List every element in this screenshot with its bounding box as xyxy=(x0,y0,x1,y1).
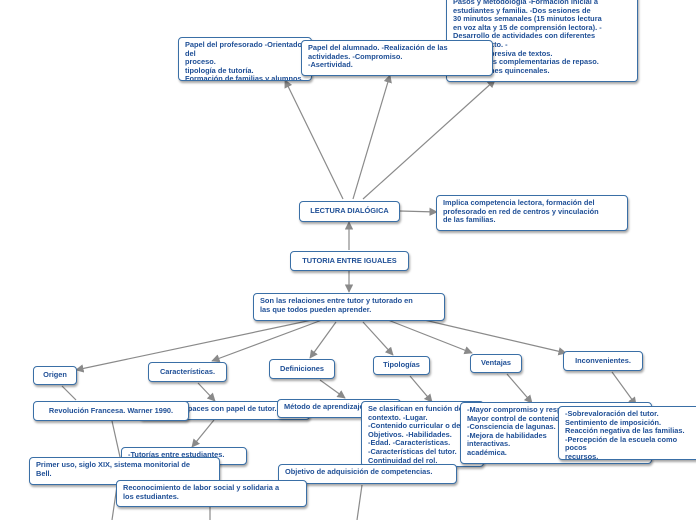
reconocimiento-node[interactable]: Reconocimiento de labor social y solidar… xyxy=(116,480,307,507)
lectura-dialogica-node[interactable]: LECTURA DIALÓGICA xyxy=(299,201,400,222)
origen-node[interactable]: Origen xyxy=(33,366,77,385)
relaciones-node[interactable]: Son las relaciones entre tutor y tutorad… xyxy=(253,293,445,321)
edge-relaciones-tipologias xyxy=(362,321,394,356)
edge-capaces-tutorias xyxy=(191,419,215,448)
edge-relaciones-inconvenientes xyxy=(419,318,567,356)
edge-caracteristicas-capaces xyxy=(197,382,216,402)
edge-lectura-profesorado xyxy=(284,79,344,200)
tipologias-node[interactable]: Tipologías xyxy=(373,356,430,375)
definiciones-node[interactable]: Definiciones xyxy=(269,359,335,379)
objetivo-node[interactable]: Objetivo de adquisición de competencias. xyxy=(278,464,457,484)
edge-origen-revolucion xyxy=(61,385,77,401)
inconvenientes-node[interactable]: Inconvenientes. xyxy=(563,351,643,371)
edge-definiciones-metodo xyxy=(319,379,346,399)
tutoria-entre-iguales-node[interactable]: TUTORIA ENTRE IGUALES xyxy=(290,251,409,271)
edge-lectura-alumnado xyxy=(352,74,392,200)
edge-inconvenientes-sobre xyxy=(611,371,637,406)
edge-lectura-pasos xyxy=(362,79,496,200)
edge-tipologias-clasifican xyxy=(409,375,433,403)
sobrevaloracion-node[interactable]: -Sobrevaloración del tutor. Sentimiento … xyxy=(558,406,696,460)
revolucion-node[interactable]: Revolución Francesa. Warner 1990. xyxy=(33,401,189,421)
ventajas-node[interactable]: Ventajas xyxy=(470,354,522,373)
edge-revolucion-primer xyxy=(111,420,121,458)
papel-profesorado-node[interactable]: Papel del profesorado -Orientador del pr… xyxy=(178,37,312,81)
papel-alumnado-node[interactable]: Papel del alumnado. -Realización de las … xyxy=(301,40,493,76)
edge-lectura-implica xyxy=(399,207,438,216)
edge-relaciones-definiciones xyxy=(309,321,337,359)
edge-relaciones-caracteristicas xyxy=(211,319,323,363)
implica-node[interactable]: Implica competencia lectora, formación d… xyxy=(436,195,628,231)
edge-objetivo-down xyxy=(356,484,363,520)
edge-relaciones-ventajas xyxy=(387,319,473,355)
edge-ventajas-mayor xyxy=(506,373,533,404)
caracteristicas-node[interactable]: Características. xyxy=(148,362,227,382)
edge-relaciones-origen xyxy=(75,319,313,373)
